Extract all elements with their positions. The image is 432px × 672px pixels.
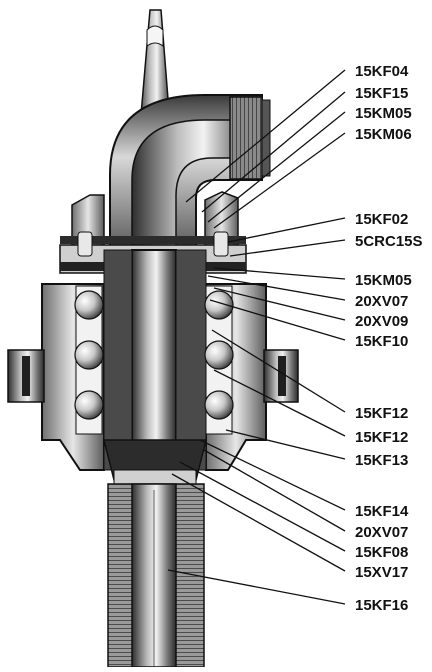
- callout-label: 20XV07: [355, 524, 408, 541]
- lower-threaded-stem: [107, 483, 205, 668]
- lower-seal: [103, 439, 207, 485]
- callout-label: 15XV17: [355, 564, 408, 581]
- leader-line: [179, 461, 346, 552]
- callout-labels: 15KF04 15KF15 15KM05 15KM06 15KF02 5CRC15S 15K…: [167, 63, 423, 614]
- callout-label: 15KF12: [355, 405, 408, 422]
- leader-line: [213, 132, 346, 229]
- leader-line: [207, 111, 346, 223]
- leader-line: [203, 449, 346, 532]
- bearing-ball: [74, 290, 104, 320]
- callout-label: 15KF14: [355, 503, 409, 520]
- callout-label: 15KM05: [355, 105, 412, 122]
- callout-label: 15KF08: [355, 544, 408, 561]
- leader-line: [199, 439, 346, 511]
- leader-line: [171, 473, 346, 572]
- callout-label: 15KF02: [355, 211, 408, 228]
- callout-label: 15KF16: [355, 597, 408, 614]
- leader-line: [227, 217, 346, 243]
- callout-label: 15KF04: [355, 63, 409, 80]
- leader-line: [167, 569, 346, 605]
- leader-line: [211, 329, 346, 413]
- callout-label: 15KF15: [355, 85, 408, 102]
- leader-line: [185, 69, 346, 203]
- callout-label: 15KF10: [355, 333, 408, 350]
- callout-label: 15KF12: [355, 429, 408, 446]
- callout-label: 5CRC15S: [355, 233, 423, 250]
- bearing-ball: [74, 340, 104, 370]
- leader-line: [213, 369, 346, 437]
- leader-line: [225, 429, 346, 460]
- bearing-ball: [204, 290, 234, 320]
- callout-label: 15KF13: [355, 452, 408, 469]
- callout-label: 15KM05: [355, 272, 412, 289]
- leader-line: [213, 287, 346, 321]
- callout-label: 20XV09: [355, 313, 408, 330]
- leader-line: [229, 239, 346, 257]
- leader-line: [207, 275, 346, 301]
- bearing-balls: [74, 290, 234, 420]
- bearing-ball: [204, 390, 234, 420]
- leader-line: [213, 267, 346, 280]
- callout-label: 15KM06: [355, 126, 412, 143]
- bearing-ball: [204, 340, 234, 370]
- leader-line: [209, 299, 346, 341]
- callout-label: 20XV07: [355, 293, 408, 310]
- leader-line: [201, 91, 346, 213]
- bearing-ball: [74, 390, 104, 420]
